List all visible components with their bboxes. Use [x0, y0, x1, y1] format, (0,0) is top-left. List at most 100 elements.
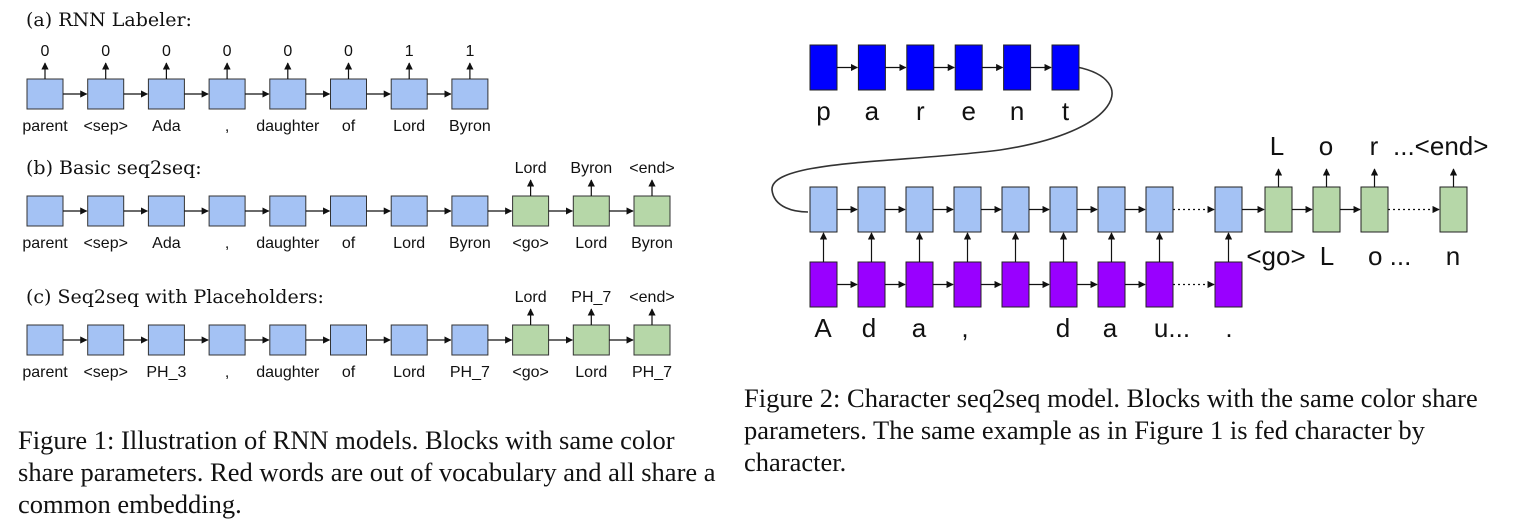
decoder-block	[512, 195, 550, 227]
char-embedding-block	[953, 261, 982, 308]
output-token-label: Lord	[515, 289, 547, 306]
char-encoder-block	[1214, 186, 1243, 233]
input-token-label: daughter	[256, 364, 320, 381]
sentence-char-label: a	[1103, 313, 1118, 343]
char-encoder-block	[809, 186, 838, 233]
char-embedding-block	[857, 261, 886, 308]
parent-char-label: n	[1010, 96, 1024, 126]
input-token-label: PH_7	[632, 364, 672, 381]
char-embedding-block	[905, 261, 934, 308]
input-token-label: of	[342, 235, 356, 252]
sentence-char-label: ,	[961, 313, 968, 343]
input-token-label: Ada	[152, 118, 181, 135]
char-encoder-block	[857, 186, 886, 233]
output-token-label: 0	[41, 43, 50, 60]
char-encoder-top-block	[809, 44, 838, 91]
input-token-label: Lord	[393, 235, 425, 252]
encoder-block	[147, 78, 185, 110]
input-token-label: PH_7	[450, 364, 490, 381]
input-token-label: Lord	[575, 235, 607, 252]
char-embedding-block	[1145, 261, 1174, 308]
sentence-char-label: d	[862, 313, 876, 343]
char-embedding-block	[1097, 261, 1126, 308]
output-token-label: 1	[405, 43, 414, 60]
encoder-block	[330, 195, 367, 227]
char-decoder-block	[1312, 186, 1341, 233]
encoder-block	[390, 78, 428, 110]
encoder-block	[87, 78, 125, 110]
char-encoder-top-block	[954, 44, 983, 91]
output-token-label: <end>	[629, 160, 674, 177]
char-embedding-block	[809, 261, 838, 308]
input-token-label: parent	[22, 364, 68, 381]
output-token-label: 0	[101, 43, 110, 60]
char-encoder-block	[1145, 186, 1174, 233]
panel-c-title: (c) Seq2seq with Placeholders:	[26, 286, 324, 308]
encoder-block	[87, 195, 125, 227]
encoder-connector-curve	[771, 66, 1113, 213]
output-token-label: 1	[465, 43, 474, 60]
decoder-input-label: o ...	[1368, 241, 1411, 271]
encoder-block	[330, 324, 367, 356]
decoder-input-label: n	[1446, 241, 1460, 271]
decoder-output-label: L	[1270, 131, 1284, 161]
decoder-input-label: L	[1320, 241, 1334, 271]
decoder-output-label: r	[1370, 131, 1379, 161]
char-embedding-block	[1049, 261, 1078, 308]
input-token-label: <sep>	[83, 364, 127, 381]
input-token-label: <go>	[512, 364, 548, 381]
sentence-char-label: .	[1225, 313, 1232, 343]
encoder-block	[208, 324, 246, 356]
input-token-label: <sep>	[83, 118, 127, 135]
char-encoder-block	[1097, 186, 1126, 233]
char-encoder-top-block	[857, 44, 886, 91]
char-embedding-block	[1214, 261, 1243, 308]
figure1-caption: Figure 1: Illustration of RNN models. Bl…	[18, 425, 716, 519]
char-encoder-block	[953, 186, 982, 233]
encoder-block	[26, 78, 64, 110]
input-token-label: parent	[22, 118, 68, 135]
output-token-label: 0	[344, 43, 353, 60]
decoder-block	[633, 195, 671, 227]
char-embedding-block	[1001, 261, 1030, 308]
input-token-label: Ada	[152, 235, 181, 252]
input-token-label: Lord	[575, 364, 607, 381]
encoder-block	[390, 195, 428, 227]
decoder-block	[572, 324, 610, 356]
encoder-block	[269, 78, 307, 110]
input-token-label: daughter	[256, 118, 320, 135]
input-token-label: PH_3	[146, 364, 186, 381]
encoder-block	[208, 195, 246, 227]
parent-char-label: p	[816, 96, 830, 126]
input-token-label: Byron	[449, 118, 491, 135]
encoder-block	[390, 324, 428, 356]
input-token-label: <go>	[512, 235, 548, 252]
parent-char-label: a	[865, 96, 880, 126]
input-token-label: daughter	[256, 235, 320, 252]
char-encoder-block	[1049, 186, 1078, 233]
char-encoder-top-block	[1051, 44, 1080, 91]
char-decoder-block	[1360, 186, 1389, 233]
encoder-block	[330, 78, 367, 110]
char-encoder-top-block	[1003, 44, 1032, 91]
output-token-label: 0	[223, 43, 232, 60]
figure2-caption: Figure 2: Character seq2seq model. Block…	[744, 383, 1478, 477]
parent-char-label: e	[961, 96, 975, 126]
output-token-label: 0	[162, 43, 171, 60]
output-token-label: Lord	[515, 160, 547, 177]
parent-char-label: r	[916, 96, 925, 126]
decoder-output-label: o	[1319, 131, 1333, 161]
output-token-label: <end>	[629, 289, 674, 306]
input-token-label: of	[342, 364, 356, 381]
output-token-label: Byron	[570, 160, 612, 177]
encoder-block	[147, 324, 185, 356]
encoder-block	[208, 78, 246, 110]
input-token-label: ,	[225, 118, 229, 135]
encoder-block	[26, 324, 64, 356]
char-decoder-block	[1264, 186, 1293, 233]
output-token-label: PH_7	[571, 289, 611, 306]
